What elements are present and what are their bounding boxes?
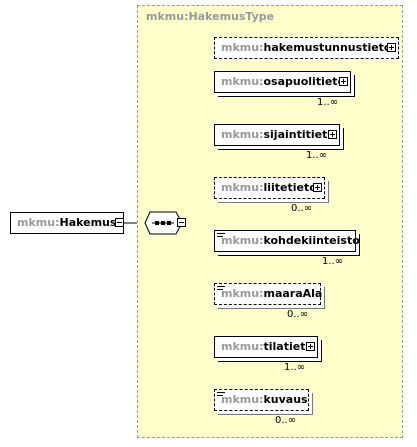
- cardinality-label: 0..∞: [287, 309, 309, 320]
- root-element[interactable]: mkmu:Hakemus: [10, 212, 124, 234]
- cardinality-label: 1..∞: [317, 97, 339, 108]
- documentation-icon: [217, 286, 225, 293]
- root-collapse-icon[interactable]: [115, 218, 124, 227]
- element-name: tilatieto: [263, 340, 314, 353]
- element-tilatieto[interactable]: mkmu:tilatieto: [214, 336, 318, 358]
- root-element-prefix: mkmu:: [17, 216, 60, 229]
- element-name: sijaintitieto: [263, 128, 335, 141]
- expand-icon[interactable]: [328, 130, 337, 139]
- element-prefix: mkmu:: [221, 75, 264, 88]
- element-sijaintitieto[interactable]: mkmu:sijaintitieto: [214, 124, 340, 146]
- element-prefix: mkmu:: [221, 234, 264, 247]
- sequence-collapse-icon[interactable]: [177, 218, 186, 227]
- element-name: maaraAla: [263, 287, 323, 300]
- root-element-name: Hakemus: [59, 216, 117, 229]
- element-osapuolitieto[interactable]: mkmu:osapuolitieto: [214, 71, 351, 93]
- element-prefix: mkmu:: [221, 287, 264, 300]
- element-prefix: mkmu:: [221, 340, 264, 353]
- expand-icon[interactable]: [306, 342, 315, 351]
- expand-icon[interactable]: [313, 183, 322, 192]
- element-name: hakemustunnustieto: [263, 41, 392, 54]
- element-kuvaus[interactable]: mkmu:kuvaus: [214, 389, 309, 411]
- documentation-icon: [217, 233, 225, 240]
- cardinality-label: 1..∞: [322, 256, 344, 267]
- element-name: osapuolitieto: [263, 75, 346, 88]
- element-prefix: mkmu:: [221, 41, 264, 54]
- element-maaraAla[interactable]: mkmu:maaraAla: [214, 283, 323, 305]
- expand-icon[interactable]: [339, 77, 348, 86]
- element-name: kuvaus: [263, 393, 308, 406]
- type-name-label: mkmu:HakemusType: [146, 10, 275, 23]
- element-hakemustunnustieto[interactable]: mkmu:hakemustunnustieto: [214, 37, 399, 59]
- element-kohdekiinteisto[interactable]: mkmu:kohdekiinteisto: [214, 230, 360, 252]
- cardinality-label: 0..∞: [275, 415, 297, 426]
- documentation-icon: [217, 392, 225, 399]
- cardinality-label: 1..∞: [306, 150, 328, 161]
- element-name: liitetieto: [263, 181, 317, 194]
- element-prefix: mkmu:: [221, 393, 264, 406]
- element-prefix: mkmu:: [221, 128, 264, 141]
- element-name: kohdekiinteisto: [263, 234, 360, 247]
- cardinality-label: 0..∞: [291, 203, 313, 214]
- element-liitetieto[interactable]: mkmu:liitetieto: [214, 177, 325, 199]
- cardinality-label: 1..∞: [284, 362, 306, 373]
- element-prefix: mkmu:: [221, 181, 264, 194]
- expand-icon[interactable]: [387, 43, 396, 52]
- sequence-compositor[interactable]: [144, 211, 184, 235]
